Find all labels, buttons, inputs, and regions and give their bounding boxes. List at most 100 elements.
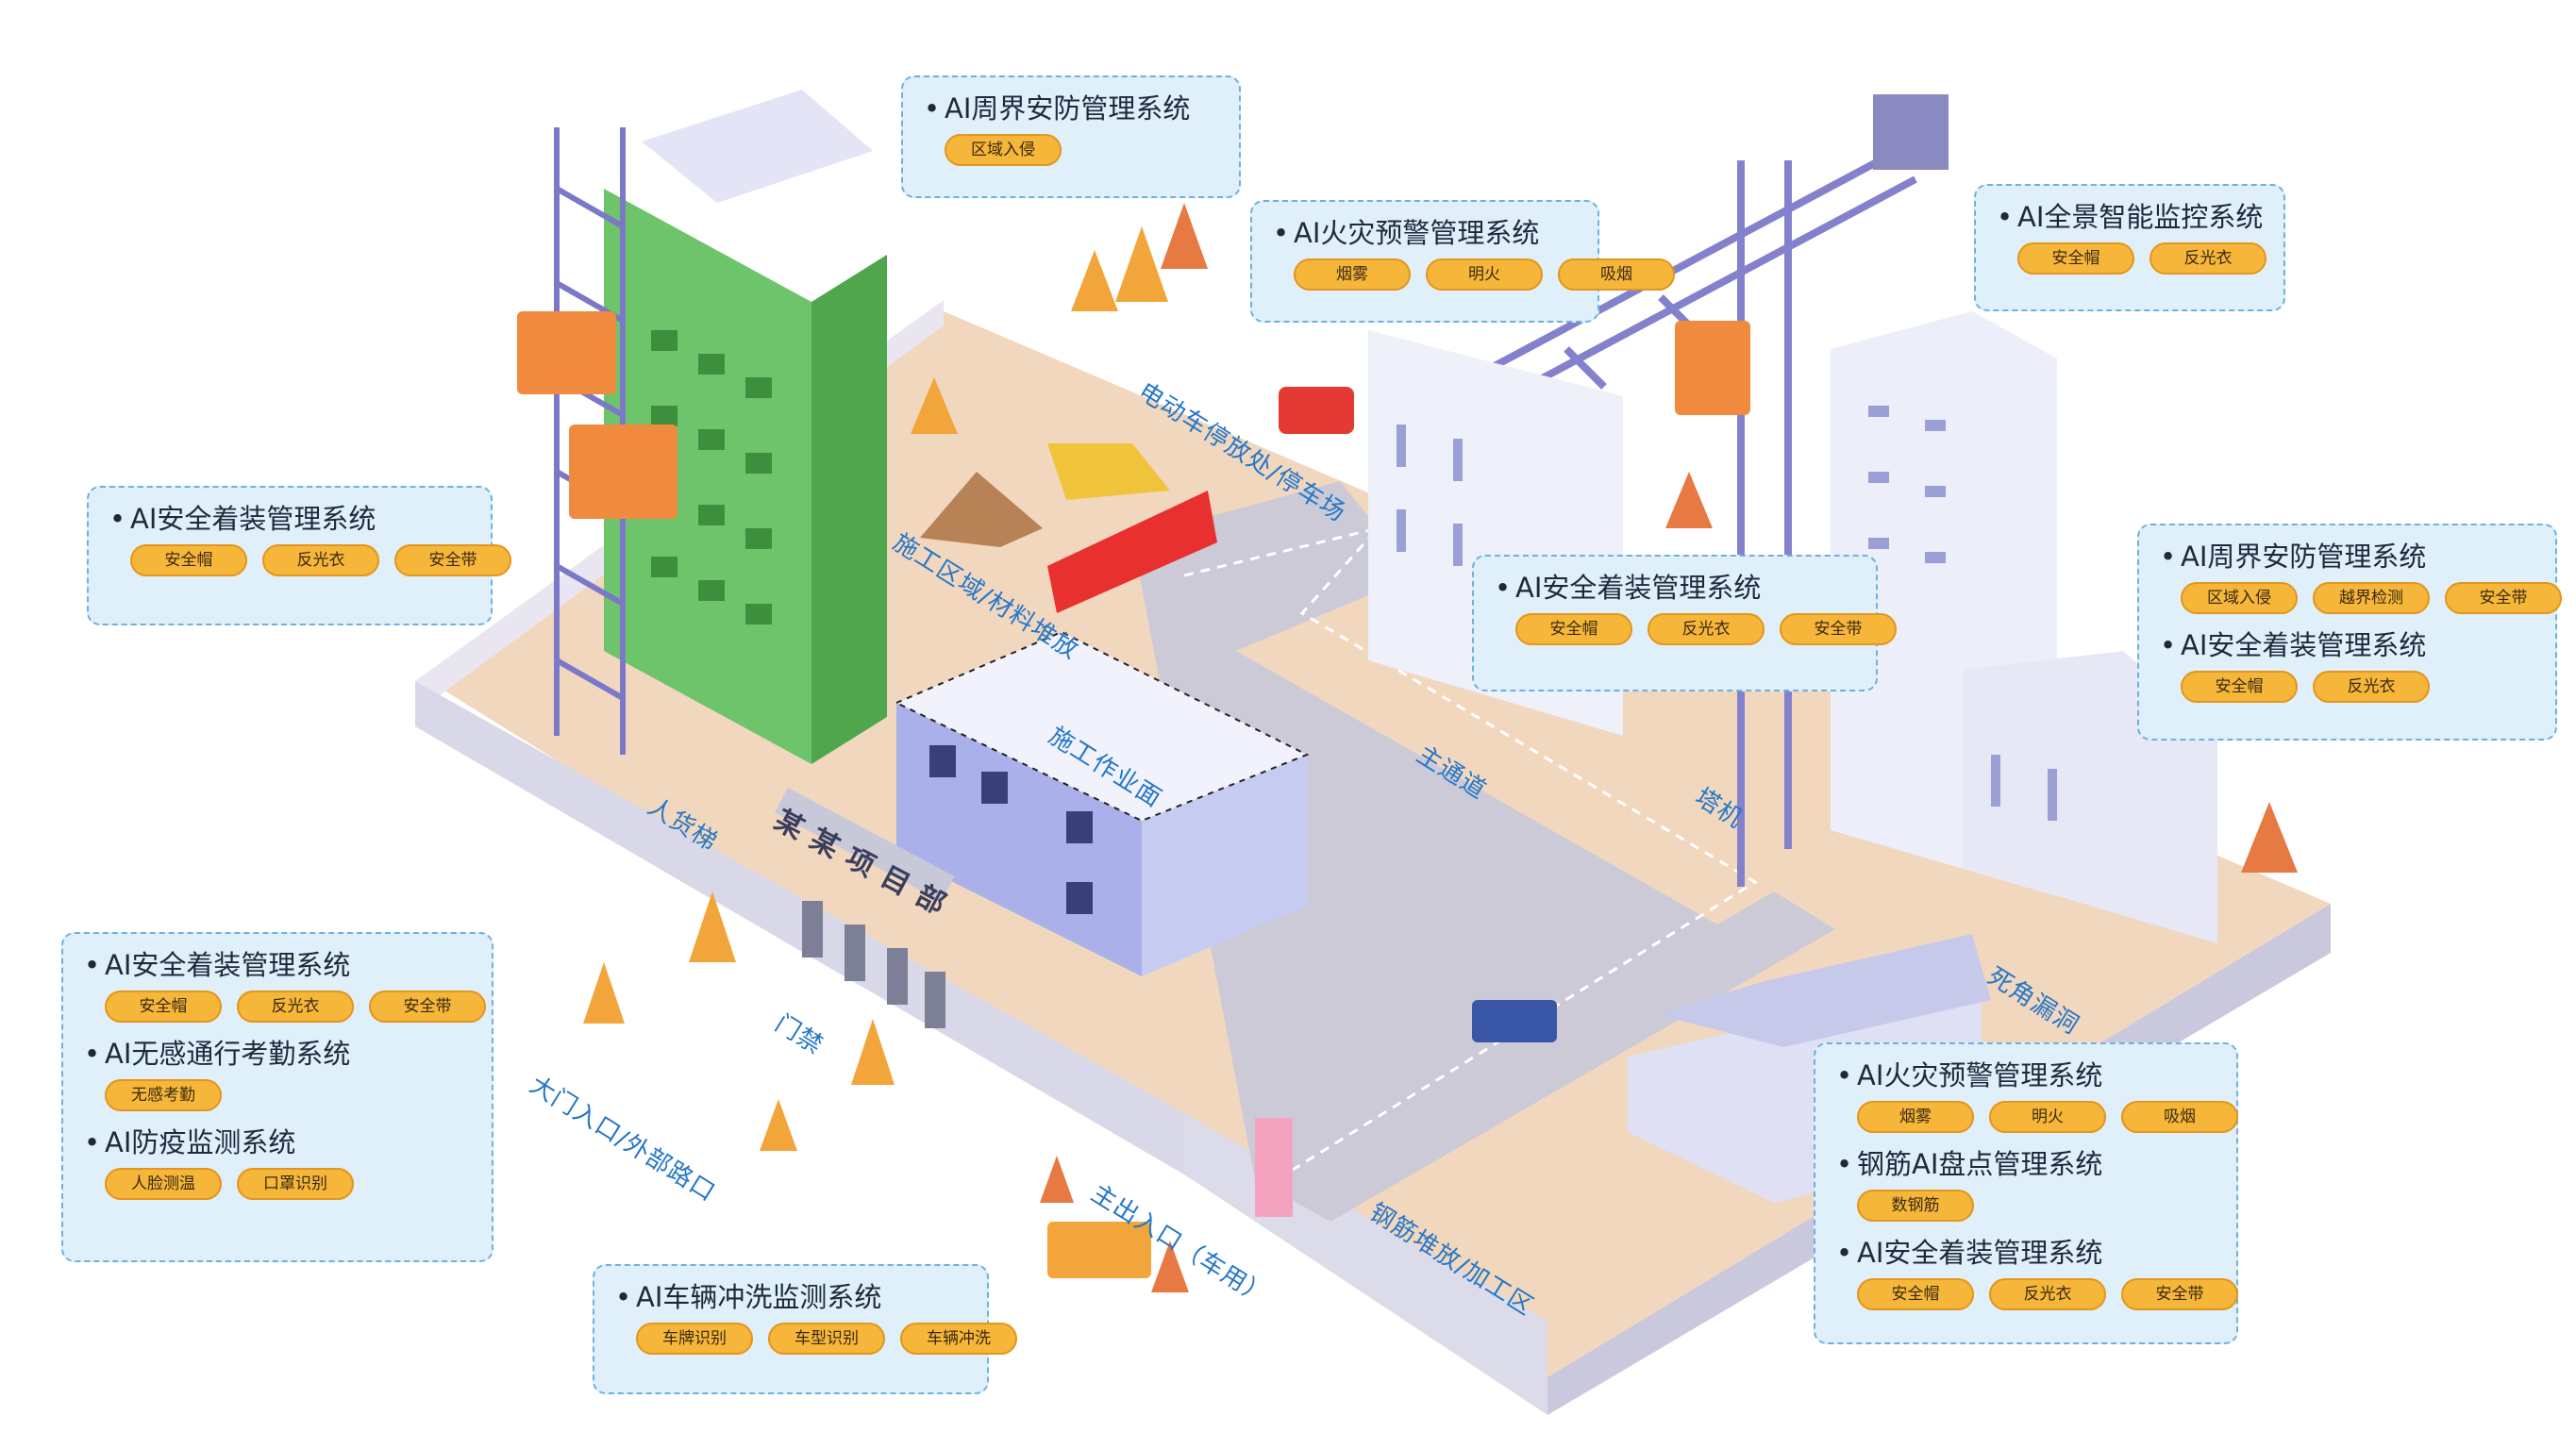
- tag-row: 人脸测温 口罩识别: [105, 1168, 473, 1200]
- tag-badge: 安全带: [1780, 613, 1897, 645]
- site-office-windows: [929, 745, 1093, 914]
- panel-safety-left: AI安全着装管理系统 安全帽 反光衣 安全带: [87, 486, 511, 625]
- tag-row: 安全帽 反光衣 安全带: [1515, 613, 1897, 645]
- tag-row: 安全帽 反光衣: [2181, 671, 2536, 703]
- tag-badge: 安全帽: [1857, 1278, 1974, 1310]
- tag-badge: 安全带: [2445, 582, 2562, 614]
- red-barrier: [1047, 491, 1217, 613]
- system-title: AI周界安防管理系统: [2160, 539, 2536, 575]
- tag-badge: 明火: [1426, 258, 1543, 291]
- system-block: AI火灾预警管理系统 烟雾 明火 吸烟: [1273, 215, 1675, 291]
- perimeter-wall-front: [415, 681, 1184, 1174]
- tag-row: 烟雾 明火 吸烟: [1294, 258, 1675, 291]
- white-building-windows: [1397, 406, 2057, 821]
- tag-row: 安全帽 反光衣 安全带: [130, 544, 511, 576]
- hoist-cage-upper: [517, 311, 616, 394]
- tag-badge: 反光衣: [2313, 671, 2430, 703]
- tag-badge: 口罩识别: [237, 1168, 354, 1200]
- panel-rebar-combo: AI火灾预警管理系统 烟雾 明火 吸烟 钢筋AI盘点管理系统 数钢筋 AI安全着…: [1814, 1042, 2238, 1344]
- main-road: [1132, 481, 1835, 1222]
- tower-crane: [1489, 138, 1917, 887]
- site-office-side: [1142, 755, 1307, 976]
- tag-badge: 安全帽: [2017, 242, 2134, 275]
- tag-row: 烟雾 明火 吸烟: [1857, 1101, 2238, 1133]
- green-building-windows: [651, 330, 772, 625]
- tag-row: 区域入侵: [945, 134, 1220, 166]
- tag-badge: 安全帽: [130, 544, 247, 576]
- tag-badge: 安全帽: [105, 991, 222, 1023]
- system-title: AI安全着装管理系统: [2160, 627, 2536, 663]
- tag-badge: 安全帽: [1515, 613, 1632, 645]
- system-title: AI安全着装管理系统: [109, 501, 472, 537]
- tag-row: 数钢筋: [1857, 1190, 2217, 1222]
- tag-badge: 明火: [1989, 1101, 2106, 1133]
- red-car: [1279, 387, 1354, 434]
- road-centerline: [1183, 525, 1758, 1172]
- tag-badge: 安全带: [394, 544, 511, 576]
- tag-row: 安全帽 反光衣: [2017, 242, 2267, 275]
- system-title: AI火灾预警管理系统: [1836, 1058, 2217, 1093]
- tag-badge: 安全帽: [2181, 671, 2298, 703]
- panel-entrance-combo: AI安全着装管理系统 安全帽 反光衣 安全带 AI无感通行考勤系统 无感考勤 A…: [61, 932, 493, 1262]
- tag-badge: 烟雾: [1294, 258, 1411, 291]
- panel-panorama: AI全景智能监控系统 安全帽 反光衣: [1974, 184, 2285, 311]
- system-block: AI周界安防管理系统 区域入侵 越界检测 安全带: [2160, 539, 2562, 614]
- tag-badge: 数钢筋: [1857, 1190, 1974, 1222]
- system-block: AI无感通行考勤系统 无感考勤: [84, 1036, 473, 1111]
- tag-badge: 反光衣: [1648, 613, 1765, 645]
- trees: [583, 203, 2298, 1292]
- system-block: AI安全着装管理系统 安全帽 反光衣 安全带: [84, 947, 486, 1023]
- warehouse-roof: [1656, 934, 1991, 1047]
- system-title: AI安全着装管理系统: [84, 947, 473, 983]
- hoist-cage-lower: [569, 425, 677, 519]
- excavator: [1047, 443, 1170, 500]
- system-block: AI安全着装管理系统 安全帽 反光衣: [2160, 627, 2536, 703]
- tag-badge: 烟雾: [1857, 1101, 1974, 1133]
- system-title: AI安全着装管理系统: [1495, 570, 1857, 606]
- tag-row: 安全帽 反光衣 安全带: [1857, 1278, 2238, 1310]
- panel-perimeter-top: AI周界安防管理系统 区域入侵: [901, 75, 1241, 198]
- tag-badge: 无感考勤: [105, 1079, 222, 1111]
- tag-badge: 吸烟: [2121, 1101, 2238, 1133]
- system-block: AI火灾预警管理系统 烟雾 明火 吸烟: [1836, 1058, 2238, 1133]
- site-office-roof: [894, 630, 1310, 823]
- turnstiles: [802, 901, 945, 1028]
- system-block: 钢筋AI盘点管理系统 数钢筋: [1836, 1146, 2217, 1222]
- system-block: AI全景智能监控系统 安全帽 反光衣: [1997, 199, 2267, 275]
- system-block: AI安全着装管理系统 安全帽 反光衣 安全带: [1495, 570, 1897, 645]
- tag-badge: 区域入侵: [2181, 582, 2298, 614]
- dump-truck: [1047, 1222, 1151, 1278]
- tag-badge: 人脸测温: [105, 1168, 222, 1200]
- tag-row: 区域入侵 越界检测 安全带: [2181, 582, 2562, 614]
- blue-truck: [1472, 1000, 1557, 1042]
- tag-badge: 车辆冲洗: [900, 1323, 1017, 1355]
- panel-vehicle-wash: AI车辆冲洗监测系统 车牌识别 车型识别 车辆冲洗: [593, 1264, 1017, 1394]
- system-block: AI防疫监测系统 人脸测温 口罩识别: [84, 1124, 473, 1200]
- tag-badge: 反光衣: [237, 991, 354, 1023]
- tag-badge: 车牌识别: [636, 1323, 753, 1355]
- system-title: AI全景智能监控系统: [1997, 199, 2265, 235]
- green-building-side: [811, 255, 887, 764]
- tag-badge: 越界检测: [2313, 582, 2430, 614]
- panel-safety-center: AI安全着装管理系统 安全帽 反光衣 安全带: [1472, 555, 1897, 691]
- panel-right-combo: AI周界安防管理系统 区域入侵 越界检测 安全带 AI安全着装管理系统 安全帽 …: [2137, 524, 2562, 741]
- system-title: AI无感通行考勤系统: [84, 1036, 473, 1072]
- tag-row: 无感考勤: [105, 1079, 473, 1111]
- tag-row: 车牌识别 车型识别 车辆冲洗: [636, 1323, 1017, 1355]
- tag-badge: 反光衣: [1989, 1278, 2106, 1310]
- system-block: AI安全着装管理系统 安全帽 反光衣 安全带: [109, 501, 511, 576]
- system-title: AI火灾预警管理系统: [1273, 215, 1579, 251]
- crane-counterweight: [1873, 94, 1949, 170]
- system-title: AI防疫监测系统: [84, 1124, 473, 1160]
- system-block: AI周界安防管理系统 区域入侵: [924, 91, 1220, 166]
- system-title: AI车辆冲洗监测系统: [615, 1279, 968, 1315]
- tag-badge: 车型识别: [768, 1323, 885, 1355]
- gate-frame: [774, 788, 955, 902]
- tag-badge: 安全带: [369, 991, 486, 1023]
- system-title: AI安全着装管理系统: [1836, 1235, 2217, 1271]
- tag-badge: 反光衣: [262, 544, 379, 576]
- green-building-roof: [642, 90, 873, 203]
- system-title: 钢筋AI盘点管理系统: [1836, 1146, 2217, 1182]
- tag-badge: 区域入侵: [945, 134, 1062, 166]
- entry-barrier-post: [1255, 1118, 1293, 1217]
